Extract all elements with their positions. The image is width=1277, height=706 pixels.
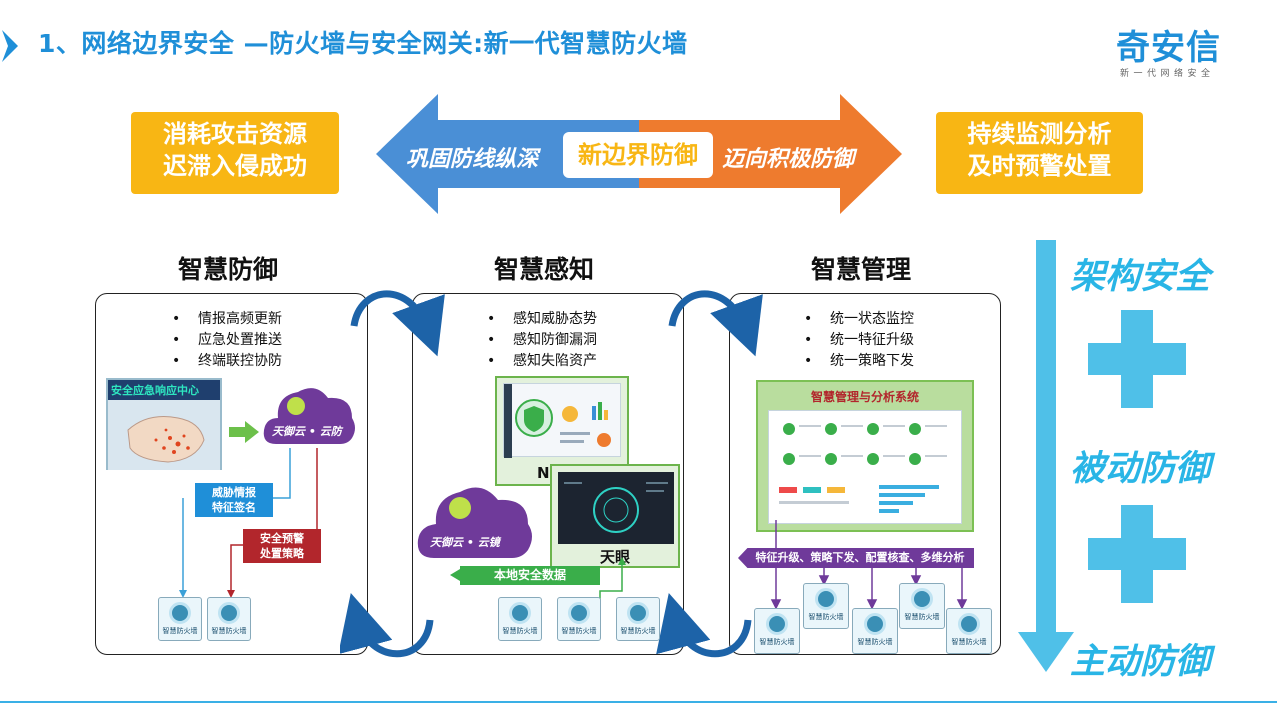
shield-icon [911, 588, 933, 610]
section-title-defense: 智慧防御 [178, 255, 279, 284]
dashboard-icon [504, 384, 611, 458]
goal-right-line-2: 及时预警处置 [967, 152, 1112, 180]
firewall-device: 智慧防火墙 [557, 597, 601, 641]
firewall-device: 智慧防火墙 [616, 597, 660, 641]
dashboard-icon [779, 423, 947, 513]
stage-architecture: 架构安全 [1070, 257, 1211, 297]
arrow-left-label: 巩固防线纵深 [406, 147, 539, 172]
shield-icon [218, 602, 240, 624]
double-arrow [376, 94, 902, 214]
plus-icon [1088, 505, 1186, 603]
list-item: •情报高频更新 [172, 311, 282, 327]
tianyan-screen [558, 472, 674, 544]
green-right-arrow-icon [229, 421, 259, 443]
shield-icon [766, 613, 788, 635]
list-item: •统一状态监控 [804, 311, 914, 327]
cycle-arrow-2-top [668, 290, 763, 357]
firewall-device: 智慧防火墙 [498, 597, 542, 641]
tianyan-card: 天眼 [550, 464, 680, 568]
stage-passive: 被动防御 [1070, 449, 1211, 489]
tianyu-cloud-icon [263, 388, 355, 444]
shield-icon [169, 602, 191, 624]
section-title-perception: 智慧感知 [494, 255, 595, 284]
management-system-card: 智慧管理与分析系统 [756, 380, 974, 532]
list-item: •统一特征升级 [804, 332, 914, 348]
arrow-right-shape [639, 94, 902, 214]
management-flow-lines [770, 520, 968, 610]
management-bullets: •统一状态监控 •统一特征升级 •统一策略下发 [804, 309, 914, 372]
local-data-bar: 本地安全数据 [460, 566, 600, 585]
system-title: 智慧管理与分析系统 [810, 390, 919, 404]
section-title-management: 智慧管理 [811, 255, 912, 284]
goal-right-line-1: 持续监测分析 [967, 120, 1112, 148]
tianyu-cloud-icon [417, 487, 532, 558]
firewall-device: 智慧防火墙 [946, 608, 992, 654]
radar-icon [564, 482, 668, 533]
ngsoc-screen [503, 383, 621, 458]
threat-intel-tag: 威胁情报 特征签名 [195, 483, 273, 517]
list-item: •感知威胁态势 [487, 311, 597, 327]
footer-divider [0, 701, 1277, 703]
screen-title: 安全应急响应中心 [108, 380, 220, 400]
shield-icon [864, 613, 886, 635]
plus-icon [1088, 310, 1186, 408]
perception-flow-lines [450, 557, 626, 600]
goal-box-right: 持续监测分析 及时预警处置 [936, 112, 1143, 194]
emergency-response-screen: 安全应急响应中心 [106, 378, 222, 470]
list-item: •终端联控协防 [172, 353, 282, 369]
stage-active: 主动防御 [1070, 642, 1211, 682]
china-map-icon [108, 400, 220, 470]
firewall-device: 智慧防火墙 [852, 608, 898, 654]
down-arrow [1018, 240, 1074, 672]
cycle-arrows [340, 290, 763, 658]
page-title: 1、网络边界安全 —防火墙与安全网关:新一代智慧防火墙 [38, 29, 688, 58]
firewall-device: 智慧防火墙 [754, 608, 800, 654]
cycle-arrow-1-bottom [340, 592, 434, 658]
shield-icon [958, 613, 980, 635]
defense-bullets: •情报高频更新 •应急处置推送 •终端联控协防 [172, 309, 282, 372]
goal-box-left: 消耗攻击资源 迟滞入侵成功 [131, 112, 339, 194]
goal-left-line-2: 迟滞入侵成功 [163, 152, 307, 180]
list-item: •感知防御漏洞 [487, 332, 597, 348]
shield-icon [627, 602, 649, 624]
list-item: •统一策略下发 [804, 353, 914, 369]
arrow-left-shape [376, 94, 639, 214]
goal-left-line-1: 消耗攻击资源 [163, 120, 307, 148]
title-chevron-icon [2, 30, 18, 62]
list-item: •感知失陷资产 [487, 353, 597, 369]
firewall-device: 智慧防火墙 [158, 597, 202, 641]
shield-icon [568, 602, 590, 624]
ops-bar: 特征升级、策略下发、配置核查、多维分析 [738, 548, 974, 568]
list-item: •应急处置推送 [172, 332, 282, 348]
shield-icon [815, 588, 837, 610]
cycle-arrow-1-top [350, 290, 445, 357]
center-label: 新边界防御 [563, 132, 713, 178]
ops-label: 特征升级、策略下发、配置核查、多维分析 [755, 551, 965, 564]
cycle-arrow-2-bottom [656, 592, 752, 658]
arrow-right-label: 迈向积极防御 [722, 147, 855, 172]
brand-logo: 奇安信 [1116, 28, 1221, 68]
firewall-device: 智慧防火墙 [899, 583, 945, 629]
cloud-label-defense: 天御云 • 云防 [272, 425, 342, 438]
firewall-device: 智慧防火墙 [207, 597, 251, 641]
shield-icon [509, 602, 531, 624]
firewall-device: 智慧防火墙 [803, 583, 849, 629]
system-dashboard [768, 410, 962, 524]
brand-slogan: 新一代网络安全 [1120, 69, 1215, 79]
perception-bullets: •感知威胁态势 •感知防御漏洞 •感知失陷资产 [487, 309, 597, 372]
cloud-label-perception: 天御云 • 云镜 [430, 536, 500, 549]
defense-flow-lines [179, 448, 318, 598]
security-alert-tag: 安全预警 处置策略 [243, 529, 321, 563]
